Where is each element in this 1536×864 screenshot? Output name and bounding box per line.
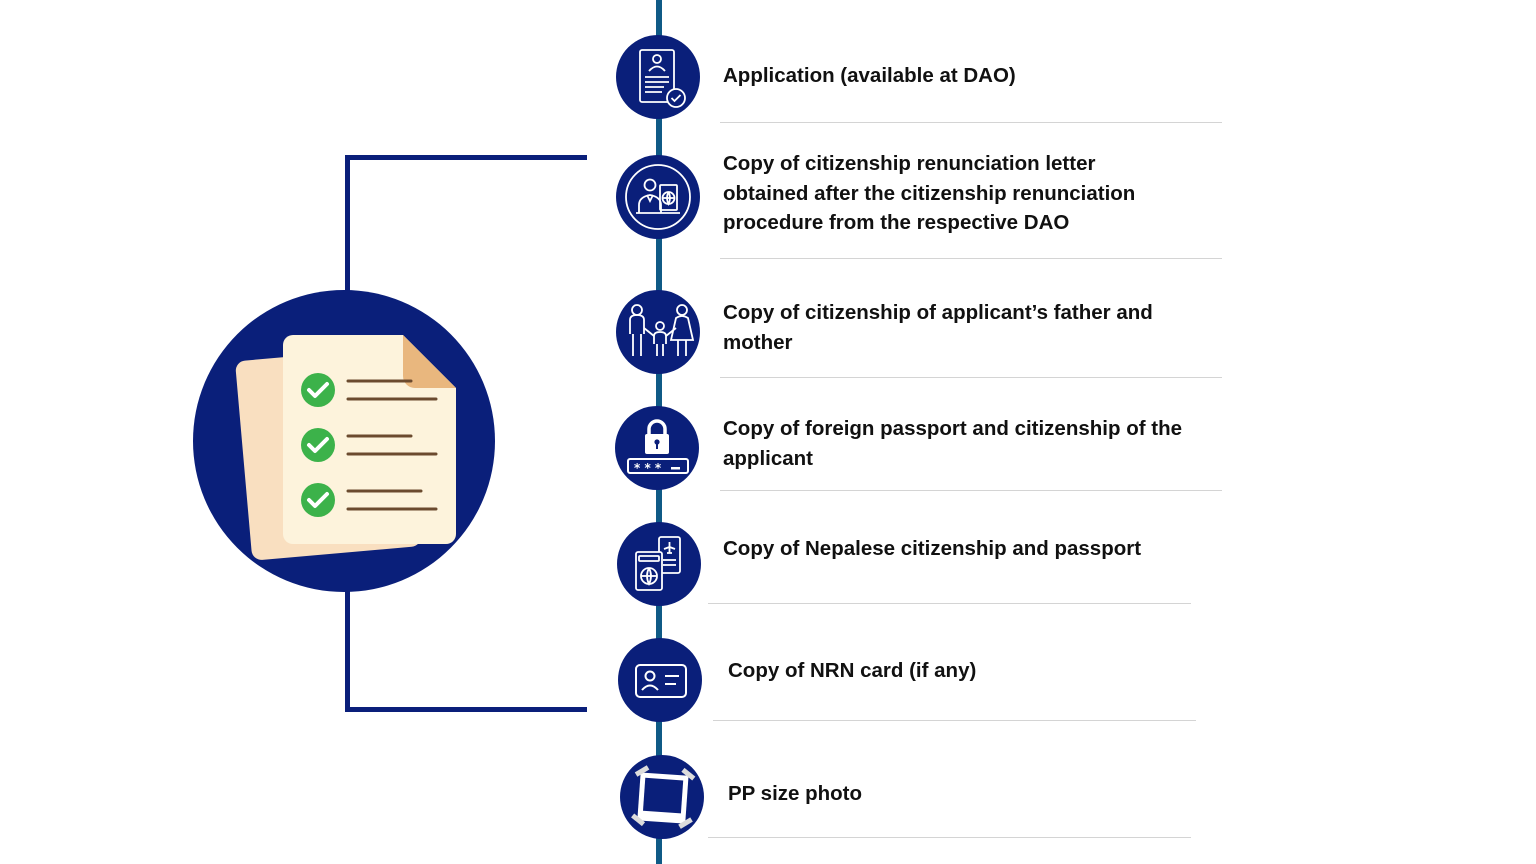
step-label-7: PP size photo: [728, 782, 863, 805]
lock-password-icon: * * *: [627, 419, 689, 475]
svg-text:* * *: * * *: [634, 461, 662, 475]
application-form-icon: [639, 49, 686, 108]
step-label-4: Copy of foreign passport and citizenship…: [723, 417, 1182, 470]
step-node-7: [620, 755, 704, 839]
family-icon: [629, 304, 695, 356]
photo-frame-icon: [631, 765, 696, 829]
citizen-id-globe-icon: [625, 164, 691, 230]
separator-3: [720, 377, 1222, 378]
step-label-1: Application (available at DAO): [723, 64, 1016, 87]
step-label-2: Copy of citizenship renunciation letter …: [723, 152, 1136, 234]
step-node-3: [616, 290, 700, 374]
step-node-1: [616, 35, 700, 119]
id-card-icon: [635, 664, 687, 698]
document-checklist-icon: [235, 335, 456, 560]
separator-5: [708, 603, 1191, 604]
step-node-6: [618, 638, 702, 722]
separator-4: [720, 490, 1222, 491]
main-checklist-circle: [193, 290, 495, 592]
passport-ticket-icon: [635, 536, 681, 591]
step-node-4: * * *: [615, 406, 699, 490]
step-label-5: Copy of Nepalese citizenship and passpor…: [723, 537, 1142, 560]
separator-7: [708, 837, 1191, 838]
separator-1: [720, 122, 1222, 123]
step-label-3: Copy of citizenship of applicant’s fathe…: [723, 301, 1153, 354]
step-node-2: [616, 155, 700, 239]
separator-6: [713, 720, 1196, 721]
step-node-5: [617, 522, 701, 606]
step-label-6: Copy of NRN card (if any): [728, 659, 977, 682]
separator-2: [720, 258, 1222, 259]
